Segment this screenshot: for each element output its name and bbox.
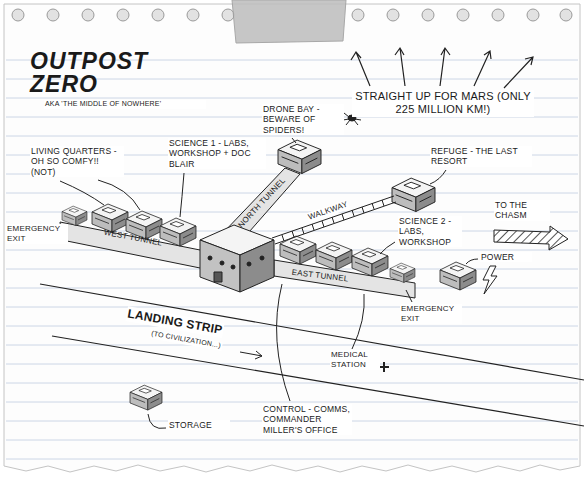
binder-holes	[352, 9, 364, 21]
building-label: POWER	[480, 252, 532, 262]
hub-building	[231, 265, 235, 269]
exit-label: EMERGENCY EXIT	[400, 304, 462, 324]
leader-lines	[50, 138, 478, 428]
medical-cross	[379, 362, 389, 372]
binder-holes	[222, 9, 234, 21]
ruled-lines	[6, 402, 578, 403]
chasm-arrow	[494, 226, 568, 250]
leader-lines	[60, 181, 104, 205]
mars-arrows	[440, 48, 450, 86]
leader-lines	[292, 138, 296, 143]
walkway-label: WALKWAY	[306, 199, 350, 222]
hub-building	[200, 225, 274, 292]
building-label: CONTROL - COMMS, COMMANDER MILLER'S OFFI…	[262, 404, 352, 435]
ruled-lines	[6, 459, 578, 460]
binder-holes	[12, 9, 24, 21]
subtitle: AKA 'THE MIDDLE OF NOWHERE'	[44, 100, 206, 109]
hub-building	[208, 256, 212, 260]
building-label: LIVING QUARTERS - OH SO COMFY!! (NOT)	[30, 146, 124, 177]
ruled-lines	[6, 345, 578, 346]
hub-building	[214, 272, 222, 282]
leader-lines	[98, 180, 140, 210]
mars-arrows	[504, 57, 533, 88]
mars-arrows	[351, 48, 533, 88]
leader-lines	[180, 173, 184, 217]
exit-label: EMERGENCY EXIT	[6, 224, 68, 244]
refuge-building	[392, 178, 435, 211]
building-label: SCIENCE 2 - LABS, WORKSHOP	[398, 216, 462, 247]
tunnel-label: WEST TUNNEL	[103, 228, 163, 249]
lightning-bolt	[483, 266, 497, 294]
binder-holes	[527, 9, 539, 21]
binder-holes	[387, 9, 399, 21]
hub-building	[260, 256, 264, 260]
building-label: MEDICAL STATION	[330, 350, 380, 370]
leader-lines	[352, 294, 364, 349]
paper-sheet	[4, 0, 580, 472]
hub-building	[240, 240, 274, 292]
building-label: DRONE BAY - BEWARE OF SPIDERS!	[262, 104, 344, 135]
direction-arrow	[240, 351, 262, 359]
medical-building	[316, 242, 352, 270]
walkway	[282, 200, 384, 241]
power-building	[440, 262, 476, 290]
leader-lines	[466, 259, 478, 264]
binder-holes	[560, 9, 572, 21]
tunnel-label: EAST TUNNEL	[291, 268, 349, 285]
exit-building	[390, 263, 415, 282]
note-text: STRAIGHT UP FOR MARS (ONLY 225 MILLION K…	[352, 90, 534, 117]
landing-strip	[40, 284, 584, 380]
binder-holes	[422, 9, 434, 21]
binder-holes	[187, 9, 199, 21]
binder-holes	[82, 9, 94, 21]
mars-arrows	[474, 51, 491, 86]
tunnel-label: NORTH TUNNEL	[236, 176, 287, 230]
leader-lines	[430, 170, 446, 184]
building-label: STORAGE	[168, 420, 230, 430]
tape-strip	[232, 0, 346, 43]
leader-lines	[148, 414, 166, 428]
binder-holes	[117, 9, 129, 21]
leader-lines	[380, 242, 395, 254]
direction-label: TO THE CHASM	[494, 200, 550, 221]
building-label: REFUGE - THE LAST RESORT	[430, 146, 532, 167]
mars-arrows	[395, 48, 405, 86]
drone-bay-building	[278, 140, 321, 173]
exit-building	[62, 206, 87, 225]
ruled-lines	[6, 288, 578, 289]
science-building	[352, 248, 388, 276]
walkway	[272, 196, 394, 238]
leader-lines	[406, 290, 412, 302]
leader-lines	[277, 284, 290, 401]
ruled-lines	[6, 136, 578, 137]
ruled-lines	[6, 307, 578, 308]
ruled-lines	[6, 193, 578, 194]
science-building	[160, 218, 196, 246]
ruled-lines	[6, 60, 578, 459]
mars-arrows	[351, 52, 370, 86]
ruled-lines	[6, 440, 578, 441]
walkway	[272, 196, 396, 244]
ruled-lines	[6, 383, 578, 384]
ruled-lines	[6, 326, 578, 327]
hub-building	[220, 261, 224, 265]
binder-holes	[47, 9, 59, 21]
building-label: SCIENCE 1 - LABS, WORKSHOP + DOC BLAIR	[168, 138, 266, 169]
paper-sheet	[4, 4, 580, 472]
hub-building	[200, 240, 240, 292]
storage-building	[130, 385, 162, 410]
binder-holes	[492, 9, 504, 21]
hub-building	[247, 262, 251, 266]
map-title: OUTPOST ZERO	[30, 50, 150, 96]
binder-holes	[457, 9, 469, 21]
binder-holes	[152, 9, 164, 21]
